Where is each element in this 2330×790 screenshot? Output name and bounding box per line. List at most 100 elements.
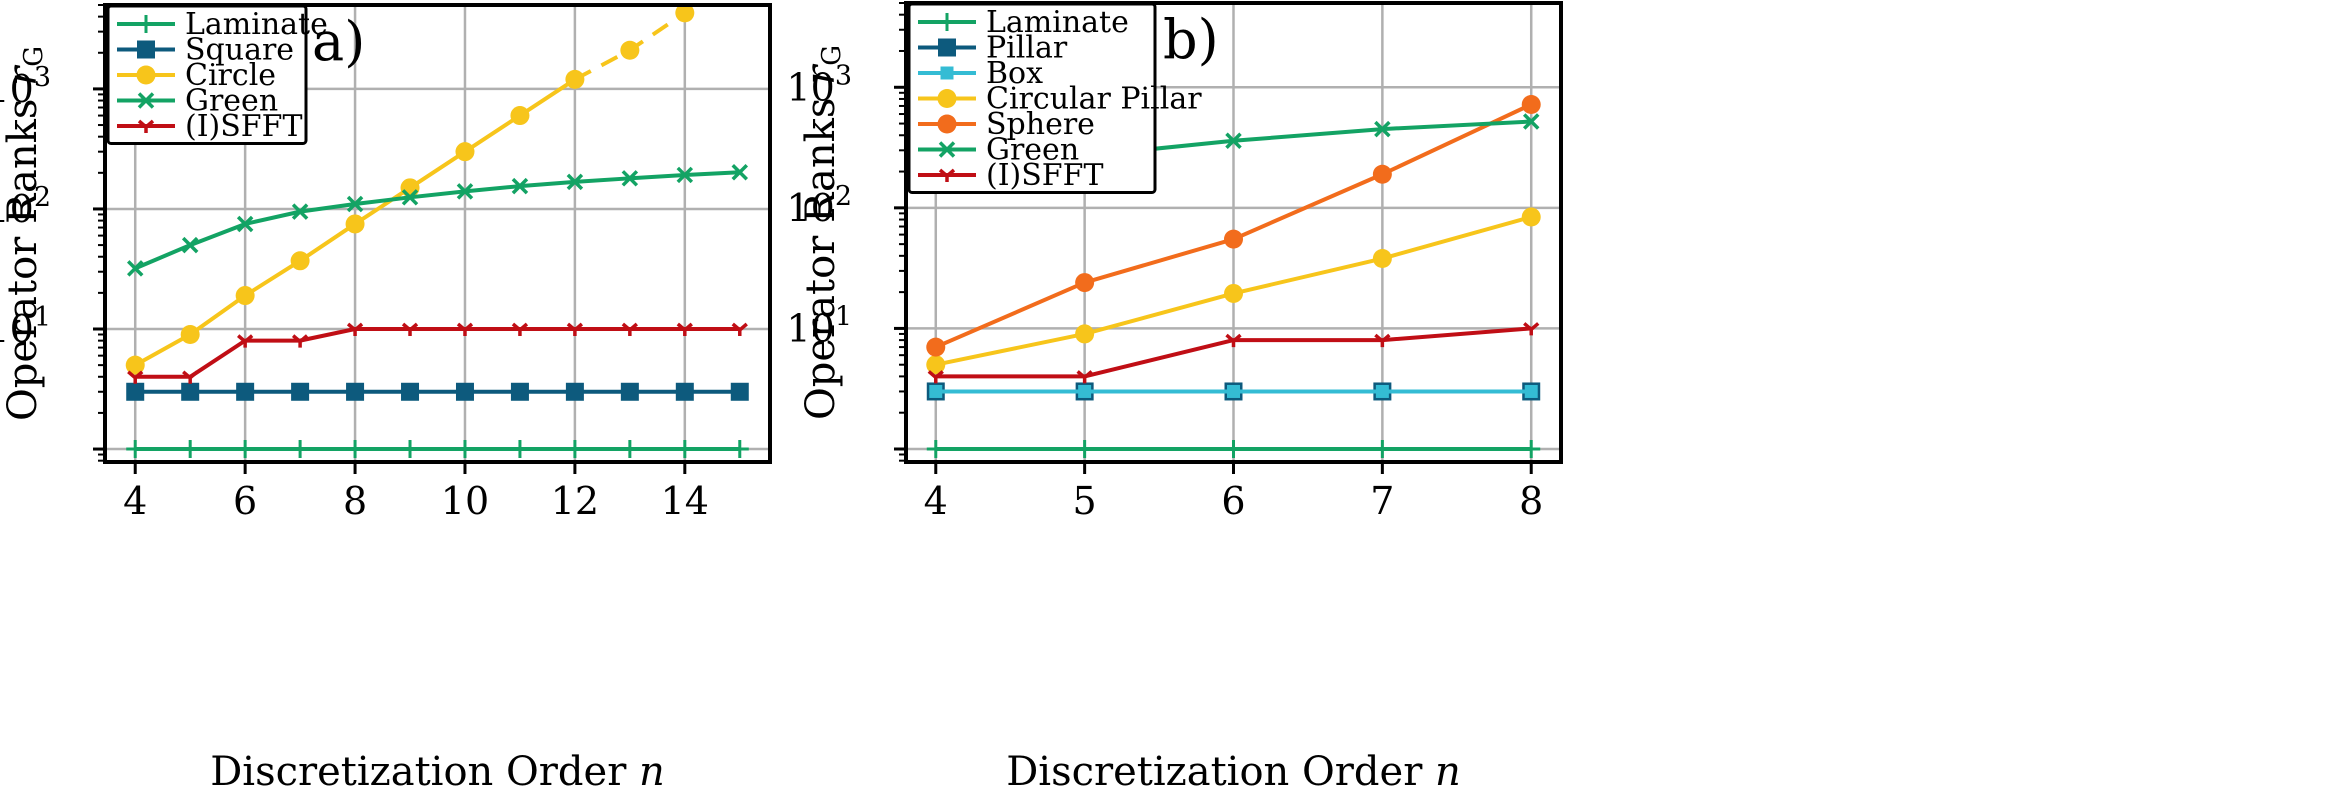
legend-label: Square: [185, 33, 294, 68]
x-tick-label: 10: [441, 479, 489, 523]
data-point: [346, 322, 364, 336]
legend-label: Circle: [185, 58, 276, 93]
x-axis-title-text: Discretization Order: [210, 749, 639, 790]
data-point: [675, 440, 694, 459]
data-point: [1372, 249, 1392, 269]
series-green: [126, 164, 749, 277]
legend-label: Green: [986, 133, 1079, 168]
legend-item: (I)SFFT: [117, 109, 302, 144]
data-point: [566, 173, 584, 191]
legend-label: Circular Pillar: [986, 82, 1202, 117]
data-point: [1076, 370, 1093, 384]
legend-item: Sphere: [918, 107, 1095, 142]
x-axis-title-variable: n: [1435, 749, 1461, 790]
data-point: [346, 440, 365, 459]
data-point: [565, 69, 585, 89]
data-point: [621, 170, 639, 187]
axis-ticks: 468101214101102103: [0, 4, 709, 523]
y-axis-title-variable: r: [798, 63, 844, 85]
x-tick-label: 4: [924, 479, 948, 523]
data-point: [237, 334, 254, 348]
data-point: [511, 177, 529, 195]
x-tick-label: 6: [233, 479, 257, 523]
legend-item: Pillar: [918, 31, 1068, 66]
data-point: [181, 382, 200, 401]
data-point: [236, 382, 255, 401]
legend-label: (I)SFFT: [185, 109, 302, 144]
data-point: [456, 183, 474, 200]
data-point: [291, 382, 310, 401]
x-tick-label: 14: [661, 479, 709, 523]
data-point: [456, 322, 474, 336]
data-point: [621, 322, 638, 336]
data-point: [620, 382, 639, 401]
series-box: [929, 384, 1538, 398]
data-point: [235, 286, 255, 306]
legend-label: Sphere: [986, 107, 1095, 142]
data-point: [290, 251, 310, 271]
legend-label: Laminate: [986, 5, 1129, 40]
x-tick-label: 5: [1073, 479, 1097, 523]
legend-item: Green: [117, 84, 278, 119]
data-point: [731, 322, 748, 336]
data-point: [346, 382, 365, 401]
data-point: [455, 382, 474, 401]
data-point: [510, 440, 529, 459]
legend-label: Laminate: [185, 7, 328, 42]
legend-item: (I)SFFT: [918, 158, 1103, 193]
data-point: [511, 322, 529, 336]
data-point: [1224, 283, 1243, 303]
data-point: [1374, 333, 1391, 348]
data-point: [1522, 113, 1540, 130]
x-axis-title-text: Discretization Order: [1006, 749, 1435, 790]
legend-box: [907, 2, 1157, 194]
legend-marker: [937, 89, 957, 108]
series-laminate: [926, 439, 1541, 458]
data-point: [1225, 132, 1242, 150]
legend-label: Pillar: [986, 31, 1068, 66]
y-axis-title-subscript: G: [19, 46, 49, 67]
legend-marker: [137, 92, 155, 109]
data-point: [401, 440, 420, 459]
y-tick-label: 101: [0, 302, 51, 351]
data-point: [730, 440, 749, 459]
data-point: [1075, 273, 1095, 293]
data-point: [926, 337, 946, 357]
y-axis-title-variable: r: [0, 64, 46, 86]
data-point: [929, 384, 943, 398]
data-point: [675, 3, 695, 23]
x-axis-title: Discretization Order n: [210, 749, 665, 790]
data-point: [927, 370, 944, 384]
data-point: [730, 382, 749, 401]
legend-marker: [137, 40, 155, 59]
data-point: [1224, 229, 1243, 249]
y-axis-title-text: Operator Ranks: [0, 86, 46, 421]
legend-marker: [938, 38, 956, 57]
data-point: [566, 322, 584, 336]
data-point: [1524, 384, 1538, 398]
y-tick-label: 101: [786, 301, 852, 350]
series-line: [134, 170, 740, 271]
data-point: [126, 260, 144, 277]
data-point: [291, 440, 310, 459]
series-layer: [125, 3, 749, 459]
data-point: [676, 322, 693, 336]
data-point: [400, 178, 420, 198]
series--i-sfft: [127, 322, 748, 384]
legend-label: Box: [986, 56, 1043, 91]
panel-label: b): [1163, 8, 1219, 71]
data-point: [676, 166, 694, 184]
series-laminate: [126, 440, 749, 459]
legend-item: Circular Pillar: [918, 82, 1202, 117]
series-sphere: [926, 94, 1541, 357]
x-tick-label: 12: [551, 479, 599, 523]
y-axis-title: Operator Ranks rG: [798, 45, 847, 420]
data-point: [1078, 384, 1092, 398]
data-point: [126, 382, 145, 401]
data-point: [1521, 94, 1541, 114]
data-point: [675, 382, 694, 401]
legend-marker: [938, 168, 956, 182]
